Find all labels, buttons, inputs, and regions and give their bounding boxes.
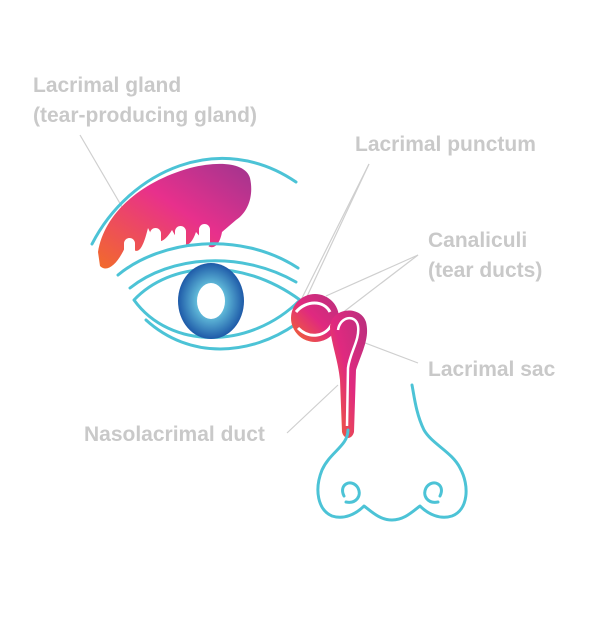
canaliculi-upper xyxy=(294,301,332,314)
upper-eyelid-crease-outer xyxy=(116,242,300,277)
sac-inner-line xyxy=(336,317,360,427)
upper-eyelid-crease-inner xyxy=(128,259,298,290)
label-lacrimal-gland-line1: Lacrimal gland xyxy=(33,74,181,97)
label-lacrimal-gland-line2: (tear-producing gland) xyxy=(33,104,257,127)
label-lacrimal-sac: Lacrimal sac xyxy=(428,358,556,381)
leader-punctum-lower xyxy=(295,163,370,321)
lacrimal-gland-shape xyxy=(98,163,252,269)
brow-line xyxy=(90,157,298,246)
leader-canaliculi-upper xyxy=(325,254,419,297)
label-nasolacrimal-duct: Nasolacrimal duct xyxy=(84,423,265,446)
right-nostril xyxy=(423,481,443,504)
nose-outline xyxy=(316,383,468,522)
label-canaliculi-line1: Canaliculi xyxy=(428,229,527,252)
leader-nasolacrimal-duct xyxy=(286,384,339,434)
label-lacrimal-punctum: Lacrimal punctum xyxy=(355,133,536,156)
pupil-highlight xyxy=(197,283,225,319)
left-nostril xyxy=(341,481,361,504)
leader-lacrimal-gland xyxy=(79,134,126,213)
lower-eyelid-line xyxy=(144,318,298,351)
leader-lines xyxy=(79,134,419,434)
label-canaliculi-line2: (tear ducts) xyxy=(428,259,542,282)
gland-ducts xyxy=(124,224,210,262)
leader-punctum-upper xyxy=(300,163,370,301)
